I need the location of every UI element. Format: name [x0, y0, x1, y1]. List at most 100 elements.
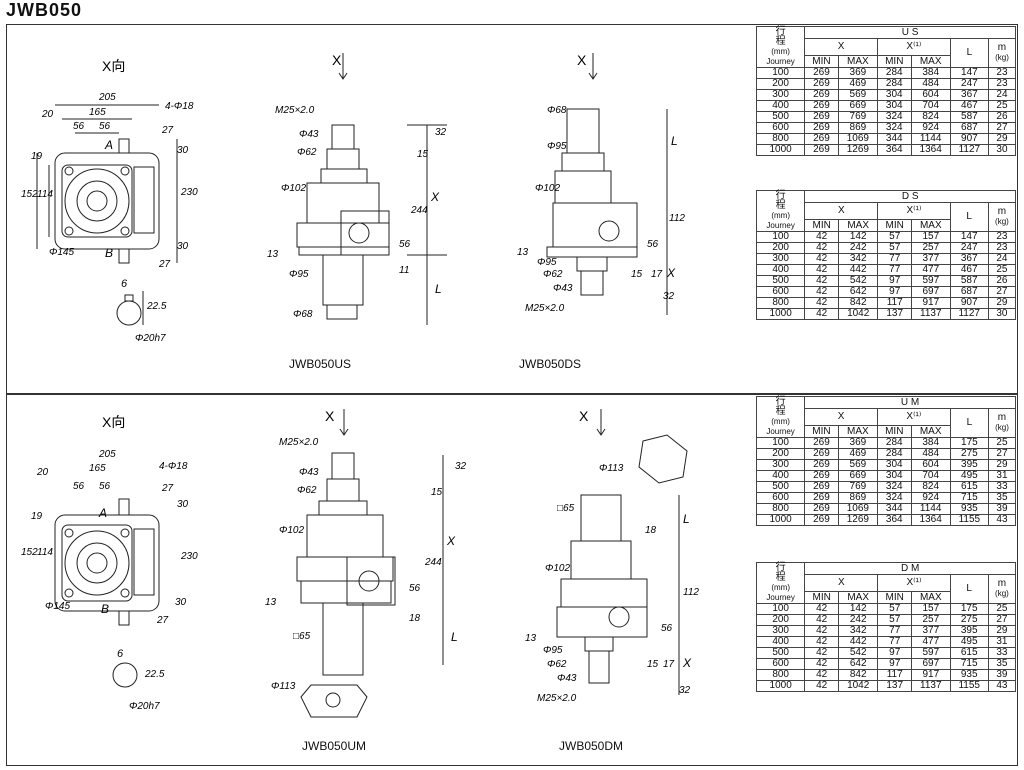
- table-cell: 377: [911, 253, 951, 265]
- svg-text:56: 56: [73, 481, 85, 492]
- table-cell: 242: [838, 242, 879, 254]
- table-cell: 542: [838, 275, 879, 287]
- table-cell: 269: [804, 481, 839, 493]
- table-cell: 42: [804, 253, 840, 265]
- table-cell: 304: [876, 470, 912, 482]
- stroke-header: 行程(mm)Journey: [755, 396, 806, 438]
- svg-text:56: 56: [73, 121, 85, 132]
- table-cell: 117: [877, 669, 913, 681]
- table-cell: 304: [876, 89, 912, 101]
- table-cell: 1069: [837, 503, 878, 515]
- table-cell: 269: [804, 122, 839, 134]
- svg-text:32: 32: [663, 291, 675, 302]
- table-cell: 97: [877, 658, 913, 670]
- table-cell: 42: [804, 669, 840, 681]
- svg-text:X: X: [325, 408, 335, 424]
- table-cell: 1000: [755, 308, 806, 320]
- table-cell: 247: [949, 242, 989, 254]
- table-cell: 200: [755, 242, 806, 254]
- model-type: U M: [804, 396, 1016, 409]
- svg-text:Φ20h7: Φ20h7: [135, 333, 166, 344]
- table-cell: 687: [949, 122, 989, 134]
- table-cell: 26: [987, 111, 1017, 123]
- svg-text:M25×2.0: M25×2.0: [275, 105, 315, 116]
- table-cell: 97: [877, 286, 913, 298]
- table-cell: 1127: [949, 144, 989, 156]
- table-cell: 615: [949, 481, 989, 493]
- table-cell: 175: [949, 437, 989, 449]
- table-cell: 29: [987, 133, 1017, 145]
- table-cell: 77: [877, 636, 913, 648]
- table-cell: 269: [804, 100, 839, 112]
- svg-text:Φ20h7: Φ20h7: [129, 701, 160, 712]
- table-cell: 100: [755, 437, 806, 449]
- table-cell: 477: [911, 264, 951, 276]
- table-cell: 500: [755, 275, 806, 287]
- table-cell: 269: [804, 133, 839, 145]
- table-cell: 29: [987, 459, 1017, 471]
- col-minmax: MIN: [876, 425, 912, 438]
- table-cell: 25: [987, 264, 1017, 276]
- table-cell: 442: [838, 264, 879, 276]
- col-L: L: [949, 574, 989, 604]
- svg-text:Φ95: Φ95: [537, 257, 557, 268]
- table-cell: 1069: [837, 133, 878, 145]
- svg-text:114: 114: [37, 547, 53, 558]
- table-cell: 824: [910, 111, 951, 123]
- svg-text:56: 56: [409, 583, 421, 594]
- caption-dm: JWB050DM: [559, 739, 624, 753]
- col-minmax: MAX: [838, 591, 879, 604]
- table-cell: 23: [987, 78, 1017, 90]
- table-cell: 697: [911, 286, 951, 298]
- table-cell: 117: [877, 297, 913, 309]
- table-cell: 284: [876, 67, 912, 79]
- table-cell: 275: [949, 448, 989, 460]
- table-cell: 587: [949, 275, 989, 287]
- drawing-bottom: X向 205 20 165 56 56 4-Φ18 27 30 19 152 1…: [21, 408, 699, 718]
- table-cell: 467: [949, 264, 989, 276]
- svg-text:Φ68: Φ68: [293, 309, 313, 320]
- document-title: JWB050: [6, 0, 83, 20]
- table-cell: 495: [949, 470, 989, 482]
- table-cell: 200: [755, 78, 806, 90]
- table-cell: 769: [837, 111, 878, 123]
- col-x1: X⁽¹⁾: [876, 38, 951, 56]
- svg-text:15: 15: [631, 269, 643, 280]
- col-minmax: MAX: [910, 55, 951, 68]
- table-cell: 1137: [911, 308, 951, 320]
- table-cell: 395: [949, 625, 989, 637]
- table-cell: 367: [949, 89, 989, 101]
- svg-text:X: X: [682, 656, 692, 670]
- table-cell: 27: [987, 122, 1017, 134]
- svg-text:56: 56: [99, 121, 111, 132]
- svg-text:27: 27: [156, 615, 169, 626]
- col-minmax: MAX: [910, 425, 951, 438]
- table-cell: 42: [804, 680, 840, 692]
- svg-text:11: 11: [399, 265, 409, 276]
- table-cell: 342: [838, 253, 879, 265]
- col-mass: m(kg): [987, 38, 1017, 68]
- svg-text:Φ145: Φ145: [45, 601, 70, 612]
- svg-text:30: 30: [175, 597, 187, 608]
- svg-text:□65: □65: [557, 503, 575, 514]
- svg-text:165: 165: [89, 463, 106, 474]
- svg-text:22.5: 22.5: [146, 301, 167, 312]
- svg-text:244: 244: [424, 557, 442, 568]
- table-cell: 642: [838, 286, 879, 298]
- table-cell: 395: [949, 459, 989, 471]
- table-cell: 869: [837, 492, 878, 504]
- col-minmax: MIN: [804, 425, 839, 438]
- drawing-top: X向 205 20 165 56 56 4-Φ18 27 30 19: [21, 52, 685, 344]
